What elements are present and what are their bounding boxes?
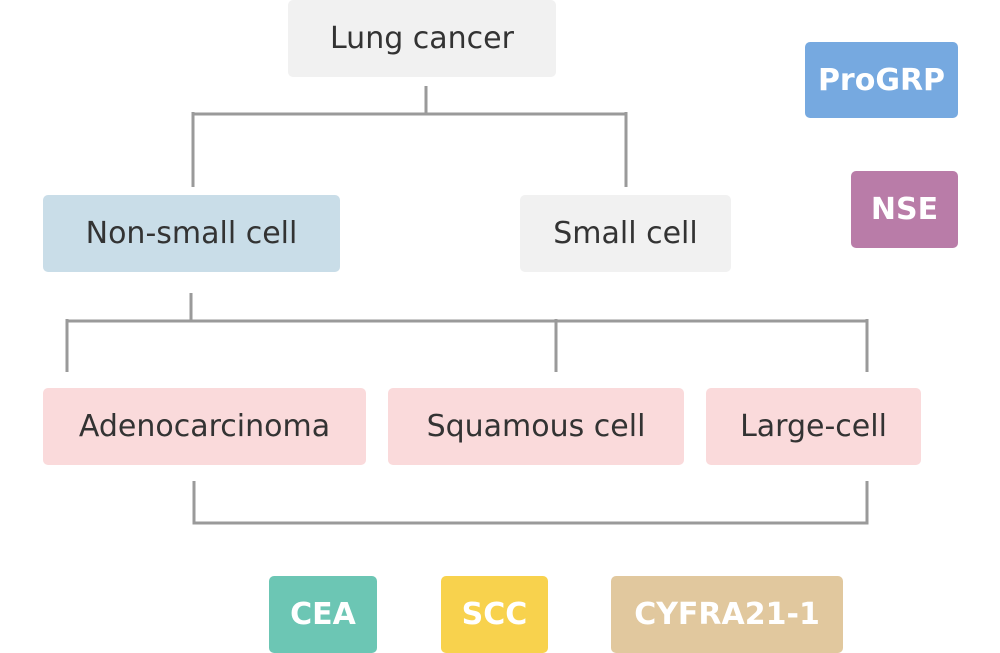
marker-progrp: ProGRP [805,42,958,118]
node-lung-cancer-label: Lung cancer [330,21,514,56]
node-small-cell-label: Small cell [553,216,698,251]
node-small-cell: Small cell [520,195,731,272]
marker-nse-label: NSE [870,192,939,227]
node-squamous-cell-label: Squamous cell [426,409,646,444]
marker-cea: CEA [269,576,377,653]
node-non-small-cell: Non-small cell [43,195,340,272]
node-adenocarcinoma: Adenocarcinoma [43,388,366,465]
node-squamous-cell: Squamous cell [388,388,684,465]
node-large-cell: Large-cell [706,388,921,465]
node-adenocarcinoma-label: Adenocarcinoma [78,409,331,444]
node-large-cell-label: Large-cell [740,409,887,444]
connector-lung-to-types [191,86,628,187]
marker-cyfra21-1-label: CYFRA21-1 [634,597,820,632]
node-non-small-cell-label: Non-small cell [85,216,298,251]
marker-scc-label: SCC [461,597,528,632]
marker-nse: NSE [851,171,958,248]
marker-scc: SCC [441,576,548,653]
marker-cyfra21-1: CYFRA21-1 [611,576,843,653]
connector-subtypes-bracket [192,481,869,525]
marker-progrp-label: ProGRP [817,62,946,98]
marker-cea-label: CEA [290,597,356,632]
node-lung-cancer: Lung cancer [288,0,556,77]
connector-nsc-to-subtypes [65,293,869,372]
